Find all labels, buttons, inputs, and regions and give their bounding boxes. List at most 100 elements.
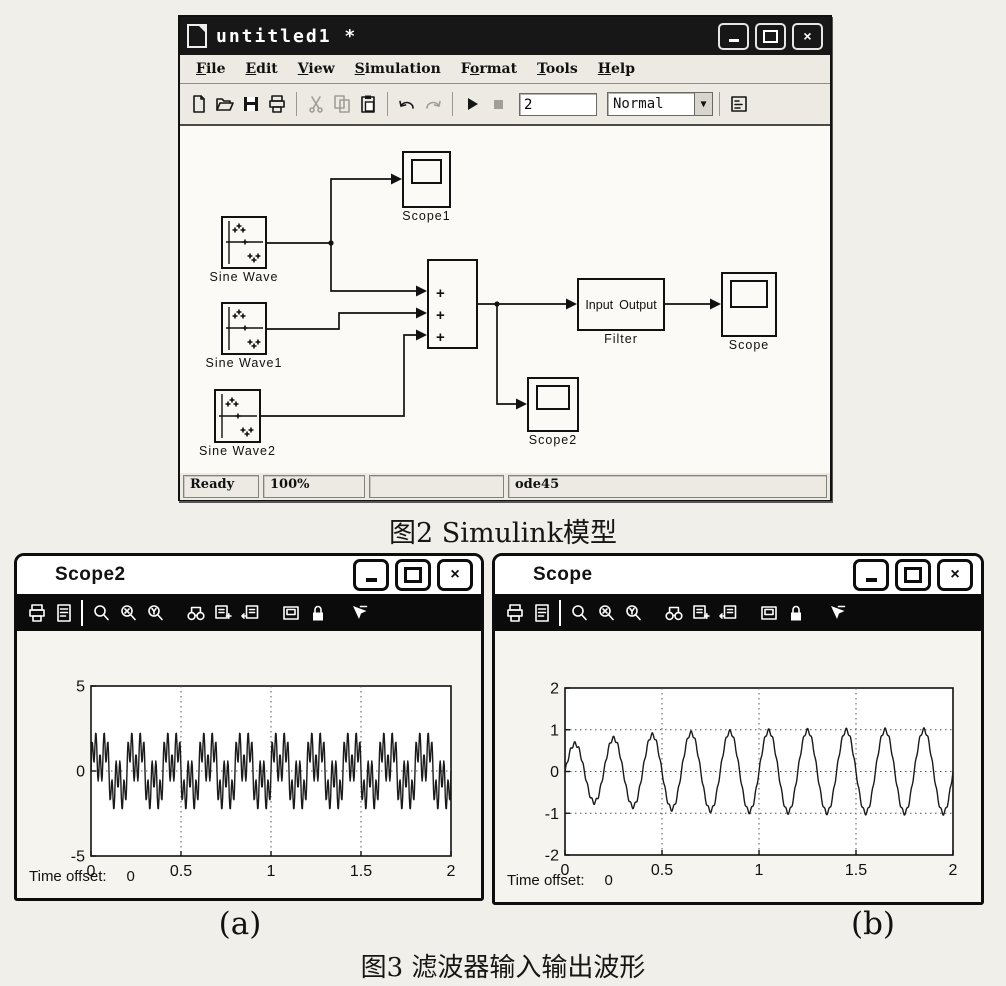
zoom-y-icon[interactable]	[619, 599, 646, 626]
toolbar-separator	[719, 92, 720, 116]
window-title: Scope2	[55, 564, 126, 585]
menu-simulation[interactable]: Simulation	[354, 61, 441, 77]
x-tick-label: 1.5	[845, 862, 867, 879]
zoom-y-icon[interactable]	[141, 599, 168, 626]
zoom-x-icon[interactable]	[114, 599, 141, 626]
sine-wave-icon	[226, 221, 263, 264]
print-icon[interactable]	[23, 599, 50, 626]
block-sine-wave[interactable]: Sine Wave	[210, 216, 277, 284]
scope-screen-icon	[536, 385, 570, 410]
status-zoom-level: 100%	[263, 475, 365, 498]
lock-axes-icon[interactable]	[304, 599, 331, 626]
time-offset-label: Time offset:	[507, 872, 585, 889]
model-document-icon	[187, 24, 207, 48]
save-axes-icon[interactable]	[687, 599, 714, 626]
maximize-button[interactable]	[895, 559, 931, 591]
zoom-icon[interactable]	[565, 599, 592, 626]
block-label: Filter	[604, 332, 638, 346]
redo-arrow-icon	[420, 91, 446, 117]
library-browser-icon[interactable]	[726, 91, 752, 117]
restore-axes-icon[interactable]	[714, 599, 741, 626]
menu-file[interactable]: File	[196, 61, 226, 77]
signal-selector-icon[interactable]	[823, 599, 850, 626]
y-tick-label: 0	[76, 764, 85, 781]
waveform	[90, 732, 452, 810]
close-button[interactable]: ×	[792, 22, 823, 50]
open-folder-icon[interactable]	[212, 91, 238, 117]
scope-titlebar[interactable]: Scope ×	[495, 556, 981, 594]
save-floppy-icon[interactable]	[238, 91, 264, 117]
menu-help[interactable]: Help	[597, 61, 636, 77]
toolbar-separator	[296, 92, 297, 116]
restore-axes-icon[interactable]	[236, 599, 263, 626]
chevron-down-icon[interactable]: ▼	[694, 93, 712, 115]
maximize-button[interactable]	[755, 22, 786, 50]
maximize-button[interactable]	[395, 559, 431, 591]
paste-clipboard-icon[interactable]	[355, 91, 381, 117]
sum-plus-sign: +	[436, 307, 445, 324]
block-scope1[interactable]: Scope1	[402, 151, 451, 223]
sum-plus-sign: +	[436, 329, 445, 346]
menu-view[interactable]: View	[297, 61, 335, 77]
close-icon: ×	[950, 566, 960, 583]
simulation-mode-select[interactable]: Normal▼	[607, 92, 713, 116]
simulink-titlebar[interactable]: untitled1 * ×	[180, 17, 830, 55]
block-scope2[interactable]: Scope2	[527, 377, 579, 447]
filter-output-port-label: Output	[619, 297, 657, 312]
autoscale-binoculars-icon[interactable]	[182, 599, 209, 626]
x-tick-label: 2	[447, 863, 456, 880]
float-scope-icon[interactable]	[755, 599, 782, 626]
close-button[interactable]: ×	[437, 559, 473, 591]
block-sine-wave2[interactable]: Sine Wave2	[199, 389, 275, 458]
save-axes-icon[interactable]	[209, 599, 236, 626]
menu-edit[interactable]: Edit	[245, 61, 278, 77]
close-icon: ×	[803, 28, 812, 44]
parameters-icon[interactable]	[50, 599, 77, 626]
subfigure-b-label: (b)	[850, 906, 896, 942]
print-icon[interactable]	[264, 91, 290, 117]
block-label: Sine Wave2	[199, 444, 276, 458]
x-tick-label: 0	[561, 862, 570, 879]
scope-screen-icon	[411, 159, 442, 184]
filter-input-port-label: Input	[585, 297, 614, 312]
start-simulation-icon[interactable]	[459, 91, 485, 117]
parameters-icon[interactable]	[528, 599, 555, 626]
toolbar-separator	[559, 599, 561, 626]
scope-toolbar	[495, 594, 981, 631]
new-document-icon[interactable]	[186, 91, 212, 117]
maximize-icon	[904, 567, 922, 583]
scope2-titlebar[interactable]: Scope2 ×	[17, 556, 481, 594]
signal-selector-icon[interactable]	[345, 599, 372, 626]
block-scope[interactable]: Scope	[721, 272, 777, 352]
menu-tools[interactable]: Tools	[537, 61, 578, 77]
block-sine-wave1[interactable]: Sine Wave1	[206, 302, 281, 370]
minimize-button[interactable]	[718, 22, 749, 50]
stop-simulation-icon	[485, 91, 511, 117]
x-tick-label: 1.5	[350, 863, 372, 880]
minimize-button[interactable]	[853, 559, 889, 591]
autoscale-binoculars-icon[interactable]	[660, 599, 687, 626]
print-icon[interactable]	[501, 599, 528, 626]
simulink-toolbar: Normal▼	[180, 84, 830, 126]
zoom-x-icon[interactable]	[592, 599, 619, 626]
close-button[interactable]: ×	[937, 559, 973, 591]
toolbar-separator	[81, 599, 83, 626]
figure2-caption: 图2 Simulink模型	[389, 518, 617, 549]
menu-format[interactable]: Format	[460, 61, 518, 77]
simulation-stop-time-input[interactable]	[519, 92, 597, 116]
window-title: Scope	[533, 564, 593, 585]
minimize-button[interactable]	[353, 559, 389, 591]
block-filter[interactable]: Input Output Filter	[577, 278, 665, 346]
model-canvas[interactable]: Sine Wave Sine Wave1 Sine Wave2 Scope	[180, 126, 830, 473]
cut-scissors-icon	[303, 91, 329, 117]
zoom-icon[interactable]	[87, 599, 114, 626]
float-scope-icon[interactable]	[277, 599, 304, 626]
undo-arrow-icon[interactable]	[394, 91, 420, 117]
status-bar: Ready 100% ode45	[180, 473, 830, 500]
lock-axes-icon[interactable]	[782, 599, 809, 626]
status-spacer	[369, 475, 504, 498]
scope-screen-icon	[730, 280, 768, 308]
block-sum[interactable]: + + +	[427, 259, 478, 349]
sum-plus-sign: +	[436, 285, 445, 302]
